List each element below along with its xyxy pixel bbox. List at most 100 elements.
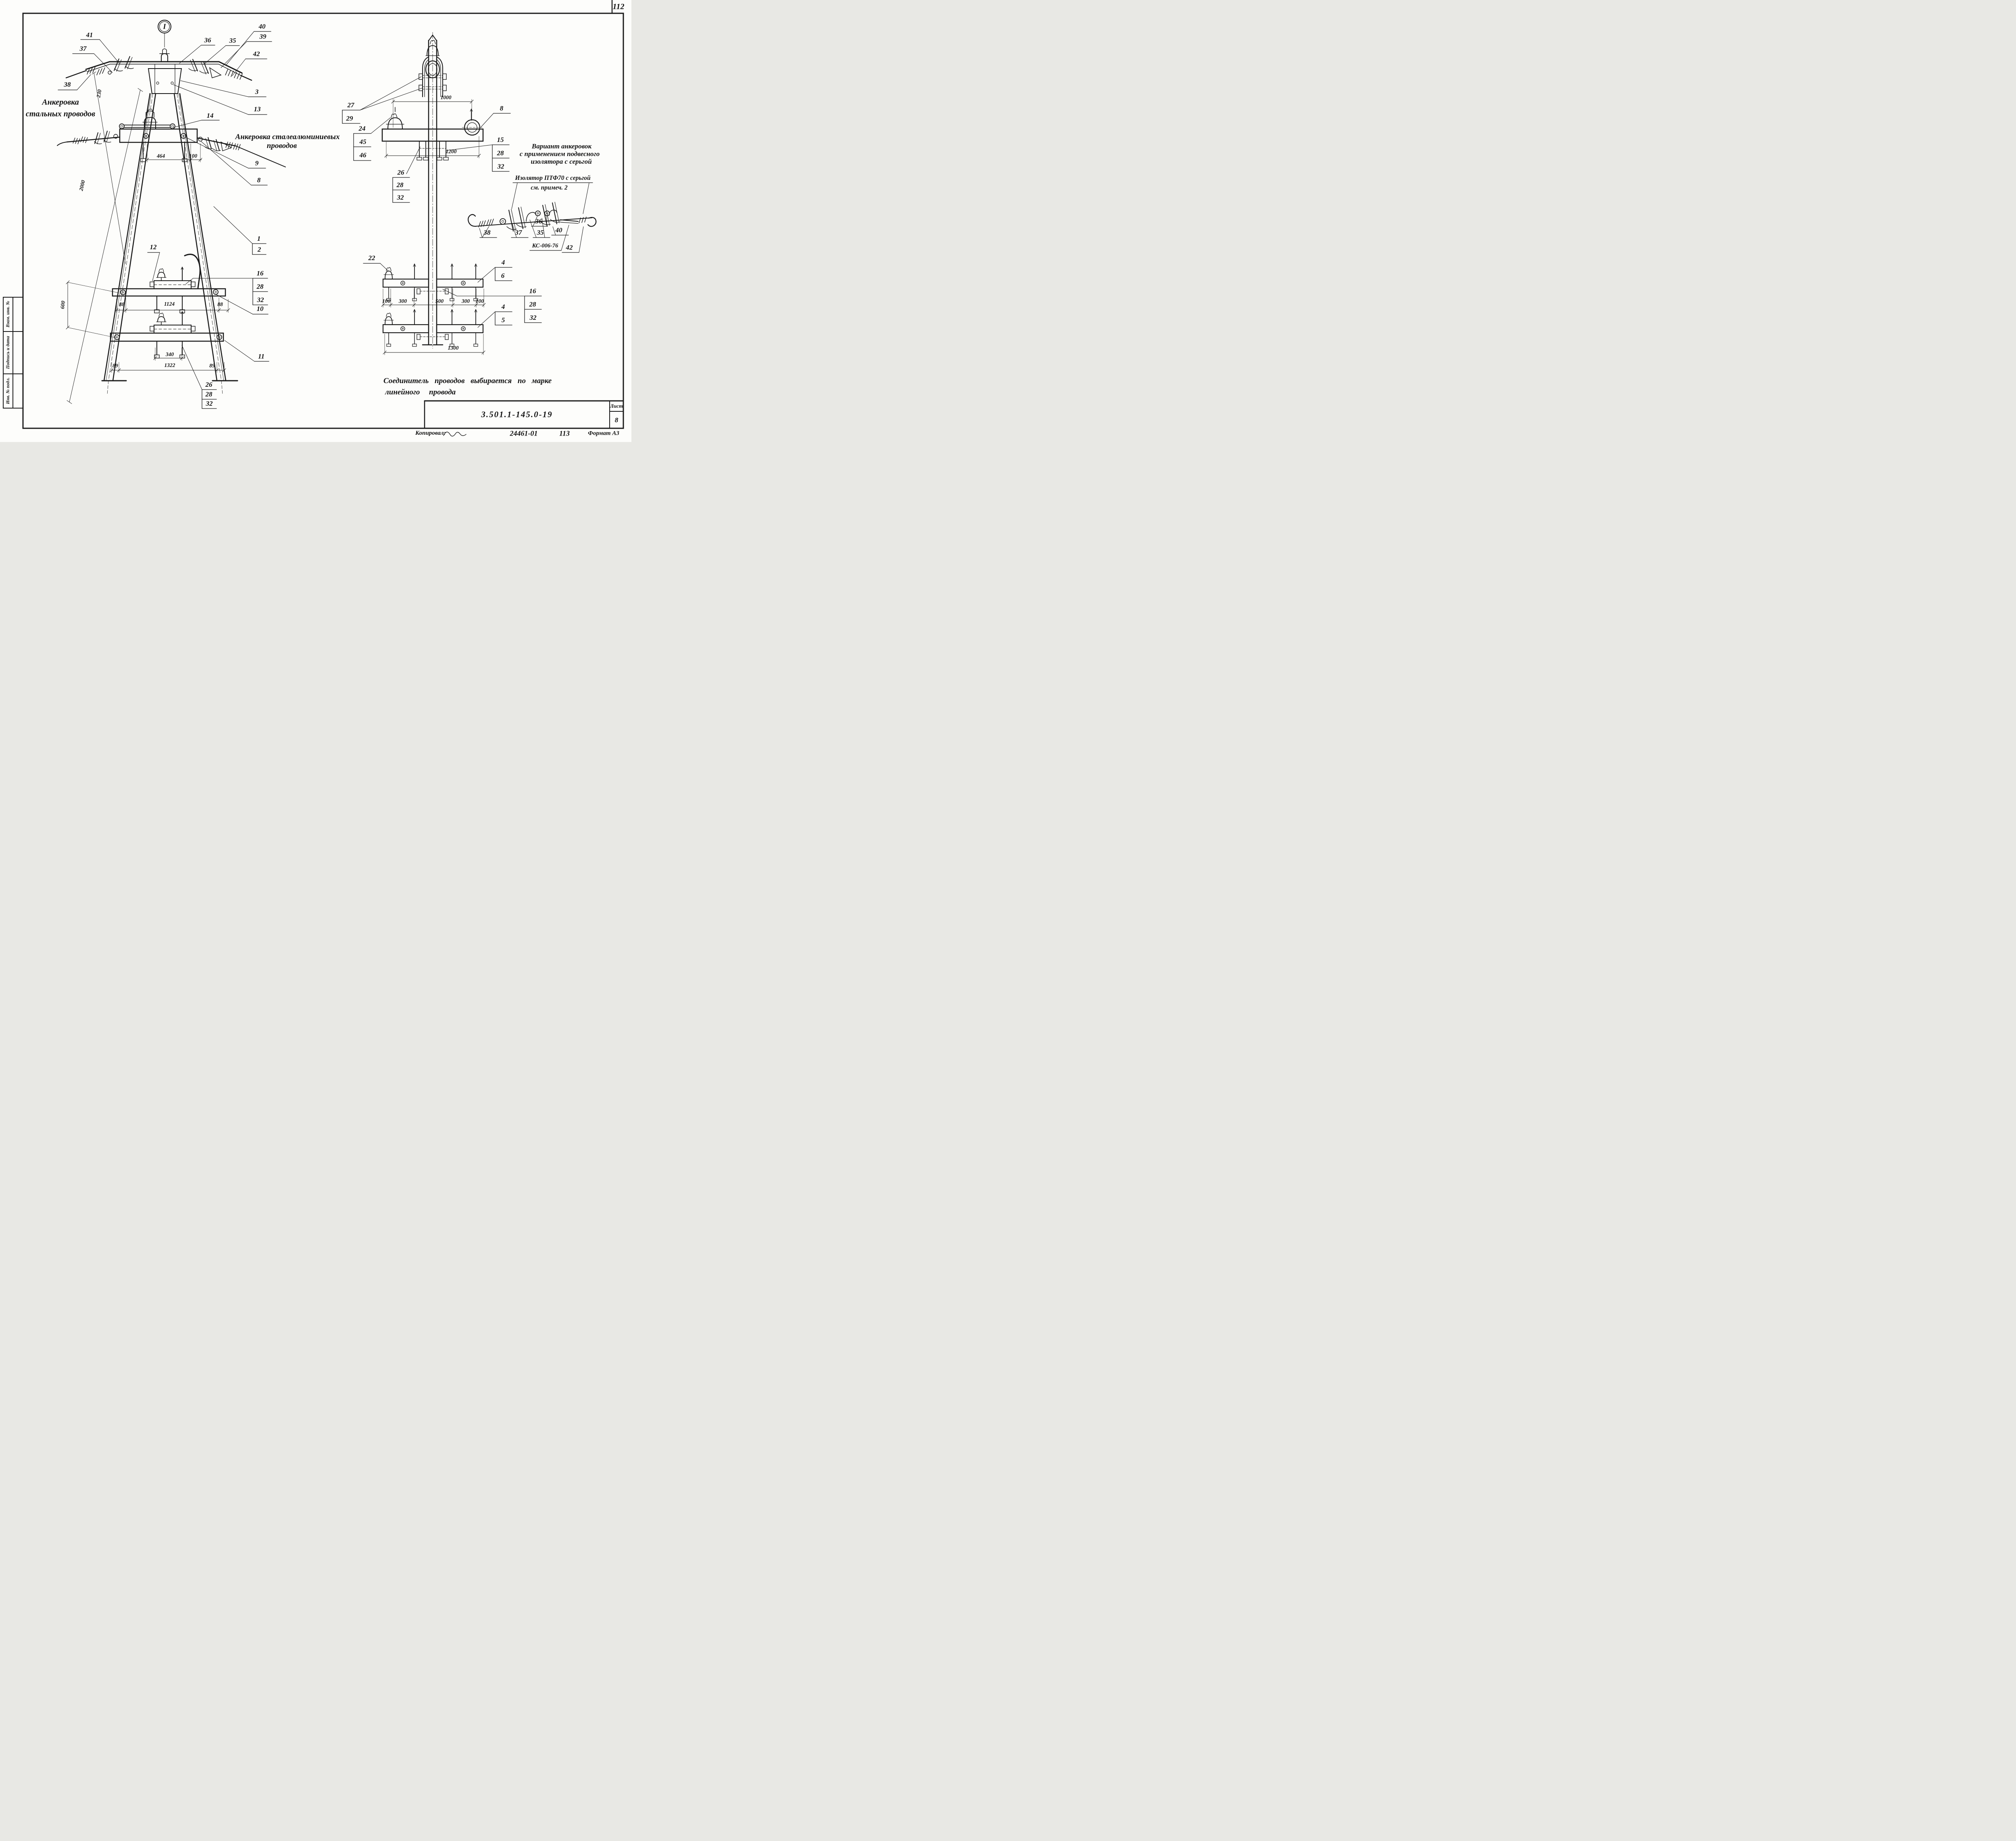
callout-38: 38 [64, 81, 71, 88]
callout-26-right: 26 [397, 169, 404, 176]
insulator-note-line1: Изолятор ПТФ70 с серьгой [515, 175, 591, 181]
insulator-note-line2: см. примеч. 2 [531, 184, 568, 191]
dim-1124: 1124 [164, 301, 175, 307]
callout-32a: 32 [257, 296, 264, 304]
left-caption2-line1: Анкеровка сталеалюминиевых [235, 133, 340, 141]
drawing-linework [3, 0, 624, 437]
dim-88-left: 88 [119, 301, 125, 307]
dim-1300: 1300 [448, 345, 459, 351]
stamp-podpis-data: Подпись и дата [6, 336, 10, 369]
callout-35-detail: 35 [537, 229, 544, 236]
callout-28a: 28 [256, 283, 264, 290]
callout-40-detail: 40 [555, 226, 562, 234]
callout-14: 14 [206, 112, 214, 119]
callout-32-r3: 32 [529, 314, 537, 321]
callout-11: 11 [258, 352, 265, 360]
right-view-structure [381, 32, 484, 349]
sheet-caption: Лист [610, 403, 623, 409]
callout-3: 3 [255, 88, 259, 96]
insulator-string-left [108, 56, 134, 75]
footnote-line2: линейного провода [385, 388, 456, 396]
callout-37-detail: 37 [515, 229, 522, 236]
callout-5: 5 [501, 316, 505, 324]
callout-42-detail: 42 [566, 244, 573, 251]
anchor-wires-middle [57, 131, 286, 167]
footnote-line1: Соединитель проводов выбирается по марке [383, 377, 552, 385]
ground-wire-hook [184, 254, 201, 289]
callout-16-right: 16 [529, 287, 536, 295]
callout-2: 2 [257, 246, 261, 253]
dim-89-right: 89 [209, 363, 215, 369]
left-view-callout-lines [58, 31, 272, 409]
callout-29: 29 [346, 115, 353, 122]
callout-35: 35 [229, 37, 236, 44]
section-marker: I [163, 22, 166, 31]
callout-9: 9 [255, 159, 259, 167]
callout-15: 15 [497, 136, 504, 144]
right-view-callout-lines [342, 76, 542, 328]
callout-32-r1: 32 [497, 163, 504, 170]
dim-500: 500 [435, 298, 444, 304]
dim-100-left: 100 [382, 298, 391, 304]
left-caption2-line2: проводов [267, 142, 297, 150]
left-view-dimensions [66, 71, 230, 404]
callout-26: 26 [205, 381, 212, 388]
doc-number: 3.501.1-145.0-19 [481, 409, 553, 419]
copied-caption: Копировал: [415, 430, 446, 436]
detail-view-structure [467, 202, 597, 231]
arrester-bars-A [382, 263, 484, 301]
dim-89-left: 89 [112, 363, 118, 369]
callout-28b: 28 [205, 390, 212, 398]
callout-40: 40 [258, 23, 266, 30]
wire-clamp-icon [87, 67, 243, 80]
dim-1322: 1322 [164, 362, 175, 368]
page-corner-number: 112 [612, 2, 625, 11]
callout-4a: 4 [501, 259, 505, 266]
lower-crossarm-1 [112, 254, 226, 313]
pole-top-bracket [148, 64, 182, 94]
dim-300-right: 300 [461, 298, 470, 304]
part-code: КС-006-76 [532, 242, 558, 249]
sheet-number: 8 [614, 416, 619, 424]
sheet-frame [22, 0, 624, 429]
callout-32-r2: 32 [397, 194, 404, 201]
stamp-inv-podl: Инв. № подл. [6, 377, 10, 404]
callout-45: 45 [359, 138, 367, 146]
drawing-sheet: 112 Взам. инв. № Подпись и дата Инв. № п… [0, 0, 631, 442]
callout-28-r3: 28 [529, 300, 536, 308]
dim-600: 600 [59, 300, 67, 309]
format-caption: Формат А3 [588, 430, 619, 437]
dim-1000: 1000 [440, 94, 452, 100]
callout-28-r1: 28 [497, 149, 504, 157]
dim-340: 340 [165, 351, 174, 357]
detail-view-callout-lines [479, 182, 593, 253]
dim-88-right: 88 [217, 301, 223, 307]
dim-300-left: 300 [398, 298, 407, 304]
callout-1: 1 [257, 235, 261, 242]
dim-100: 100 [189, 153, 198, 159]
callout-28-r2: 28 [396, 181, 404, 189]
callout-42: 42 [253, 50, 260, 58]
variant-caption-line3: изолятора с серьгой [531, 158, 592, 165]
order-extra: 113 [559, 429, 570, 438]
callout-12: 12 [150, 243, 157, 251]
callout-4b: 4 [501, 303, 505, 311]
callout-22: 22 [368, 254, 375, 262]
tower-legs [101, 93, 238, 395]
dim-1200: 1200 [446, 148, 457, 154]
callout-46: 46 [359, 151, 367, 159]
dim-100-right: 100 [475, 298, 484, 304]
callout-27: 27 [347, 101, 354, 109]
variant-caption-line2: с применением подвесного [519, 150, 600, 158]
callout-41: 41 [86, 31, 93, 39]
left-caption-line1: Анкеровка [42, 98, 79, 107]
callout-36-detail: 36 [535, 217, 542, 225]
arrester-bars-B [382, 309, 484, 347]
order-number: 24461-01 [510, 429, 538, 438]
left-view-structure [57, 20, 286, 395]
callout-39: 39 [259, 33, 267, 40]
left-caption-line2: стальных проводов [25, 109, 96, 119]
variant-caption-line1: Вариант анкеровок [531, 142, 592, 150]
callout-32b: 32 [206, 400, 213, 407]
right-view-dimensions [381, 99, 486, 355]
